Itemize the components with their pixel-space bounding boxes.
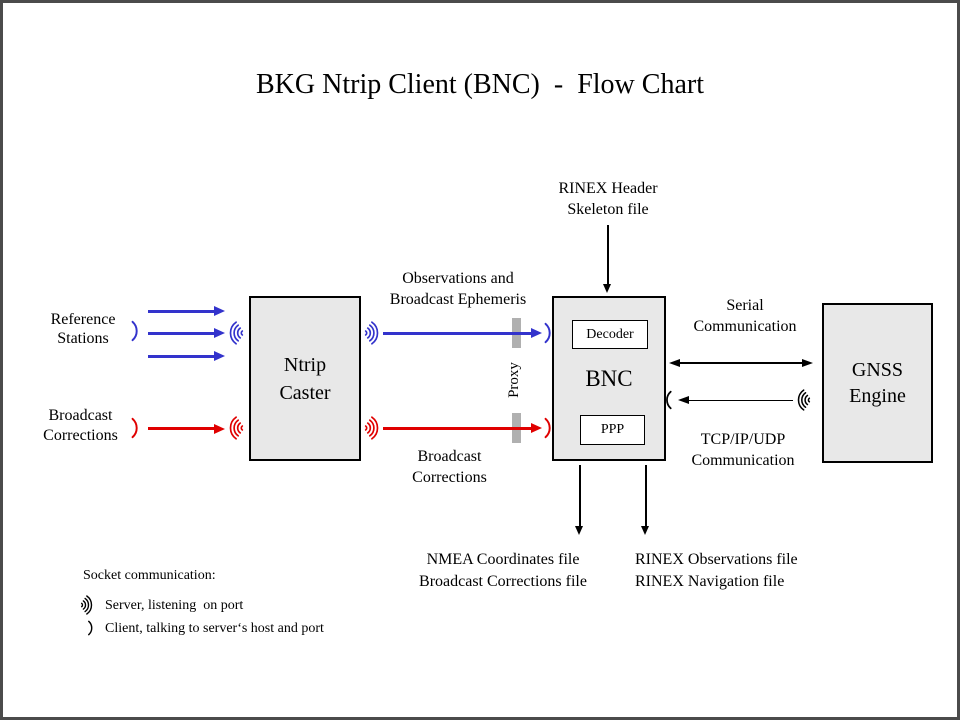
arrowhead (531, 423, 542, 433)
client-arc-icon (544, 417, 552, 439)
diagram-title: BKG Ntrip Client (BNC) - Flow Chart (256, 69, 704, 100)
arrowhead (802, 359, 813, 367)
arrowhead (531, 328, 542, 338)
arrow-corrections-stream (383, 426, 531, 430)
arrowhead (214, 351, 225, 361)
arrow-reference-2 (148, 331, 214, 335)
node-ppp: PPP (580, 415, 645, 445)
arrowhead (669, 359, 680, 367)
label-tcp-communication: TCP/IP/UDP Communication (691, 431, 795, 469)
bnc-label: BNC (585, 365, 633, 391)
client-arc-icon (665, 390, 672, 410)
legend-client-row: Client, talking to server‘s host and por… (105, 621, 324, 636)
arrowhead (603, 284, 611, 293)
node-decoder: Decoder (572, 320, 648, 349)
arrow-reference-1 (148, 309, 214, 313)
arrowhead (678, 396, 689, 404)
client-arc-icon (131, 417, 139, 439)
client-arc-icon (131, 320, 139, 342)
server-waves-icon (228, 416, 245, 440)
label-observations-ephemeris: Observations and Broadcast Ephemeris (389, 270, 527, 308)
label-rinex-header-skeleton: RINEX Header Skeleton file (558, 180, 658, 218)
server-waves-icon (79, 595, 94, 615)
server-waves-icon (228, 321, 245, 345)
node-bnc: Decoder BNC PPP (552, 296, 666, 461)
server-waves-icon (796, 389, 812, 411)
node-gnss-engine: GNSS Engine (822, 303, 933, 463)
arrow-rinex-header-down (607, 225, 609, 284)
arrow-tcp-stream (689, 399, 793, 401)
server-waves-icon (363, 416, 380, 440)
legend-title: Socket communication: (83, 568, 216, 583)
label-proxy: Proxy (506, 362, 522, 398)
legend-server-row: Server, listening on port (105, 598, 244, 613)
node-ntrip-caster: Ntrip Caster (249, 296, 361, 461)
arrowhead (214, 306, 225, 316)
label-rinex-output-files: RINEX Observations file RINEX Navigation… (635, 551, 798, 590)
arrow-nmea-output (579, 465, 581, 526)
arrowhead (214, 423, 225, 434)
arrow-serial-bidirectional (679, 362, 802, 364)
arrow-observations-stream (383, 331, 531, 335)
label-broadcast-corrections-input: Broadcast Corrections (43, 407, 118, 444)
arrowhead (214, 328, 225, 338)
client-arc-icon (544, 322, 552, 344)
arrow-reference-3 (148, 354, 214, 358)
label-nmea-output-files: NMEA Coordinates file Broadcast Correcti… (419, 551, 587, 590)
arrowhead (575, 526, 583, 535)
label-serial-communication: Serial Communication (693, 297, 797, 335)
arrow-rinex-output (645, 465, 647, 526)
arrow-corrections-input (148, 427, 214, 430)
server-waves-icon (363, 321, 380, 345)
label-broadcast-corrections-stream: Broadcast Corrections (412, 448, 487, 486)
label-reference-stations: Reference Stations (50, 311, 116, 347)
client-arc-icon (87, 620, 94, 636)
arrowhead (641, 526, 649, 535)
